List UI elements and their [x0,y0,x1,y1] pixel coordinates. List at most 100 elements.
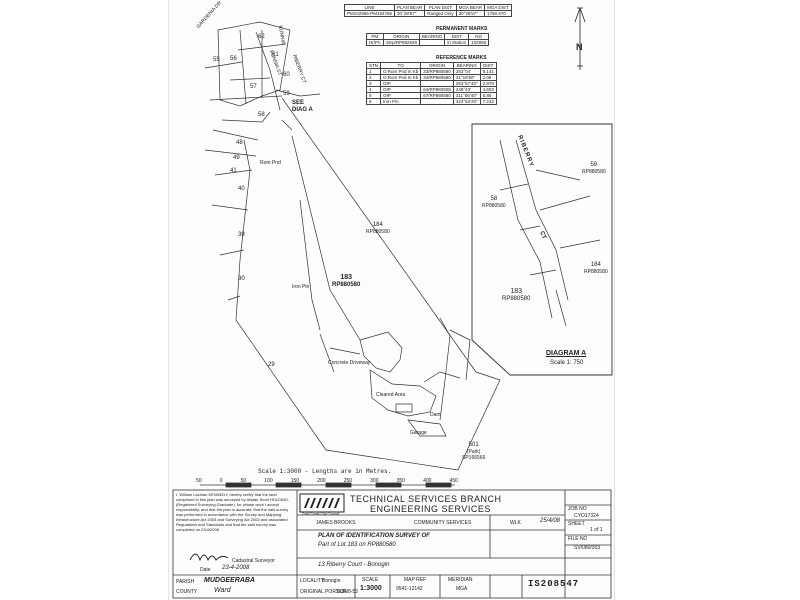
lot-number: 30 [238,276,245,282]
scale-tick: 450 [449,478,458,484]
county-value: Ward [214,587,231,594]
original-portion-label: ORIGINAL PORTION [300,589,348,595]
diagram-lot-184-plan: RP880580 [584,269,608,275]
cell: 30°28'57" [455,10,486,17]
diagram-lot-58: 58 RP880580 [482,196,506,209]
cell: 311°06'40" [452,92,481,99]
diagram-lot-184: 184 RP880580 [584,262,608,275]
org-line1: TECHNICAL SERVICES BRANCH [350,494,502,504]
surveyor-signature [189,553,229,562]
cell: 30°28'57" [394,10,426,17]
cell: Iron Pin [379,98,422,105]
cell: Ranged Only [424,10,457,17]
cell [420,98,454,105]
job-label: JOB NO [568,506,587,512]
lot-184-label: 184 RP880580 [366,222,390,235]
cell: 9.141 [479,68,497,75]
cell: 102956 [468,39,490,46]
cell: Hr/Pn [366,39,384,46]
plan-number: IS208547 [528,579,580,589]
cell: 43rp/RP882928 [382,39,421,46]
lot-number: 48 [236,140,243,146]
cell: 33/RP880580 [420,68,454,75]
table-row: Hr/Pn 43rp/RP882928 in Station 102956 [366,39,490,46]
cell: 34/RP880580 [420,74,454,81]
cell: PM102956-PM184786 [343,10,396,17]
map-note: Garage [410,430,427,436]
diagram-lot-184-number: 184 [590,262,601,268]
cell: 1780.570 [484,10,512,17]
locality-label: LOCALITY [300,578,325,584]
locality-value: Bonogin [322,578,341,584]
plan-subject: Part of Lot 183 on RP880580 [318,542,396,548]
map-ref-label: MAP REF [404,577,427,583]
department: COMMUNITY SERVICES [414,520,472,526]
see-diag-line1: SEE [292,100,305,106]
council-logo-icon [299,493,345,513]
scale-tick: 0 [219,478,223,484]
map-note: Iron Pin [292,284,310,290]
signature-label: Cadastral Surveyor [232,558,275,564]
col-header: PLAN DIST [424,4,457,11]
lot-number: 60 [283,72,290,78]
surveyor-certificate: I, William Lachlan KENNEDY, hereby certi… [176,492,290,532]
lot-501-plan: SP166566 [462,455,486,461]
scale-value: 1:3000 [360,585,382,592]
sheet-label: SHEET [568,521,585,527]
see-diag-label: SEE DIAG A [292,100,313,114]
lot-number: 40 [238,186,245,192]
lot-501-number: 501 [468,442,479,448]
initials: WLK [510,520,521,526]
north-label: N [576,42,583,52]
lot-number: 57 [250,84,257,90]
scale-ticks: 50 0 50 100 150 200 250 300 350 400 450 [196,478,458,484]
cell: O.Rom Pnd In Kb [379,74,422,81]
diagram-lot-59-plan: RP880580 [582,169,606,175]
diagram-lot-59-number: 59 [590,162,598,168]
lot-number: 39 [238,232,245,238]
reference-marks-title: REFERENCE MARKS [436,55,487,61]
permanent-marks-table: PM ORIGIN BEARING DIST NO Hr/Pn 43rp/RP8… [366,33,490,46]
org-line2: ENGINEERING SERVICES [370,504,491,514]
scale-tick: 200 [317,478,326,484]
org-sub: Gold Coast City Council [302,512,340,516]
diagram-lot-183-plan: RP880580 [502,296,531,302]
diagram-lot-58-plan: RP880580 [482,203,506,209]
diagram-lot-58-number: 58 [490,196,498,202]
see-diag-line2: DIAG A [292,107,313,113]
cell [419,39,446,46]
map-note: Concrete Driveway [328,360,371,366]
scale-tick: 250 [343,478,353,484]
scale-tick: 100 [264,478,273,484]
cell: 67/RP880580 [420,92,454,99]
lot-number: 61 [272,52,279,58]
surveyor-name: JAMES BROOKS [316,520,356,526]
cell: 7.242 [479,98,497,105]
signed-date: 25/4/08 [540,518,561,524]
lot-number: 55 [213,57,220,63]
col-header: MGA DIST [484,4,512,11]
original-portion-value: SUR 8-53 [336,589,358,595]
scale-tick: 50 [240,478,247,484]
lot-501-label: 501 (Park) SP166566 [462,442,485,461]
diagram-lot-183: 183 RP880580 [502,288,530,303]
lot-183-label: 183 RP880580 [332,274,360,289]
scale-tick: 50 [196,478,202,484]
diagram-scale: Scale 1: 750 [550,360,584,366]
scale-tick: 300 [370,478,379,484]
map-note: Dam [430,412,441,418]
lot-184-number: 184 [372,222,383,228]
scale-bar [200,482,455,488]
line-bearing-table: LINE PLAN BEAR PLAN DIST MGA BEAR MGA DI… [343,4,512,17]
lot-number: 59 [283,91,290,97]
lot-number: 41 [230,168,237,174]
plan-title: PLAN OF IDENTIFICATION SURVEY OF [318,533,430,539]
col-header: BEARING [419,33,446,40]
cell: O.Rom Pnd In Kb [379,68,422,75]
diagram-lot-59: 59 RP880580 [582,162,606,175]
